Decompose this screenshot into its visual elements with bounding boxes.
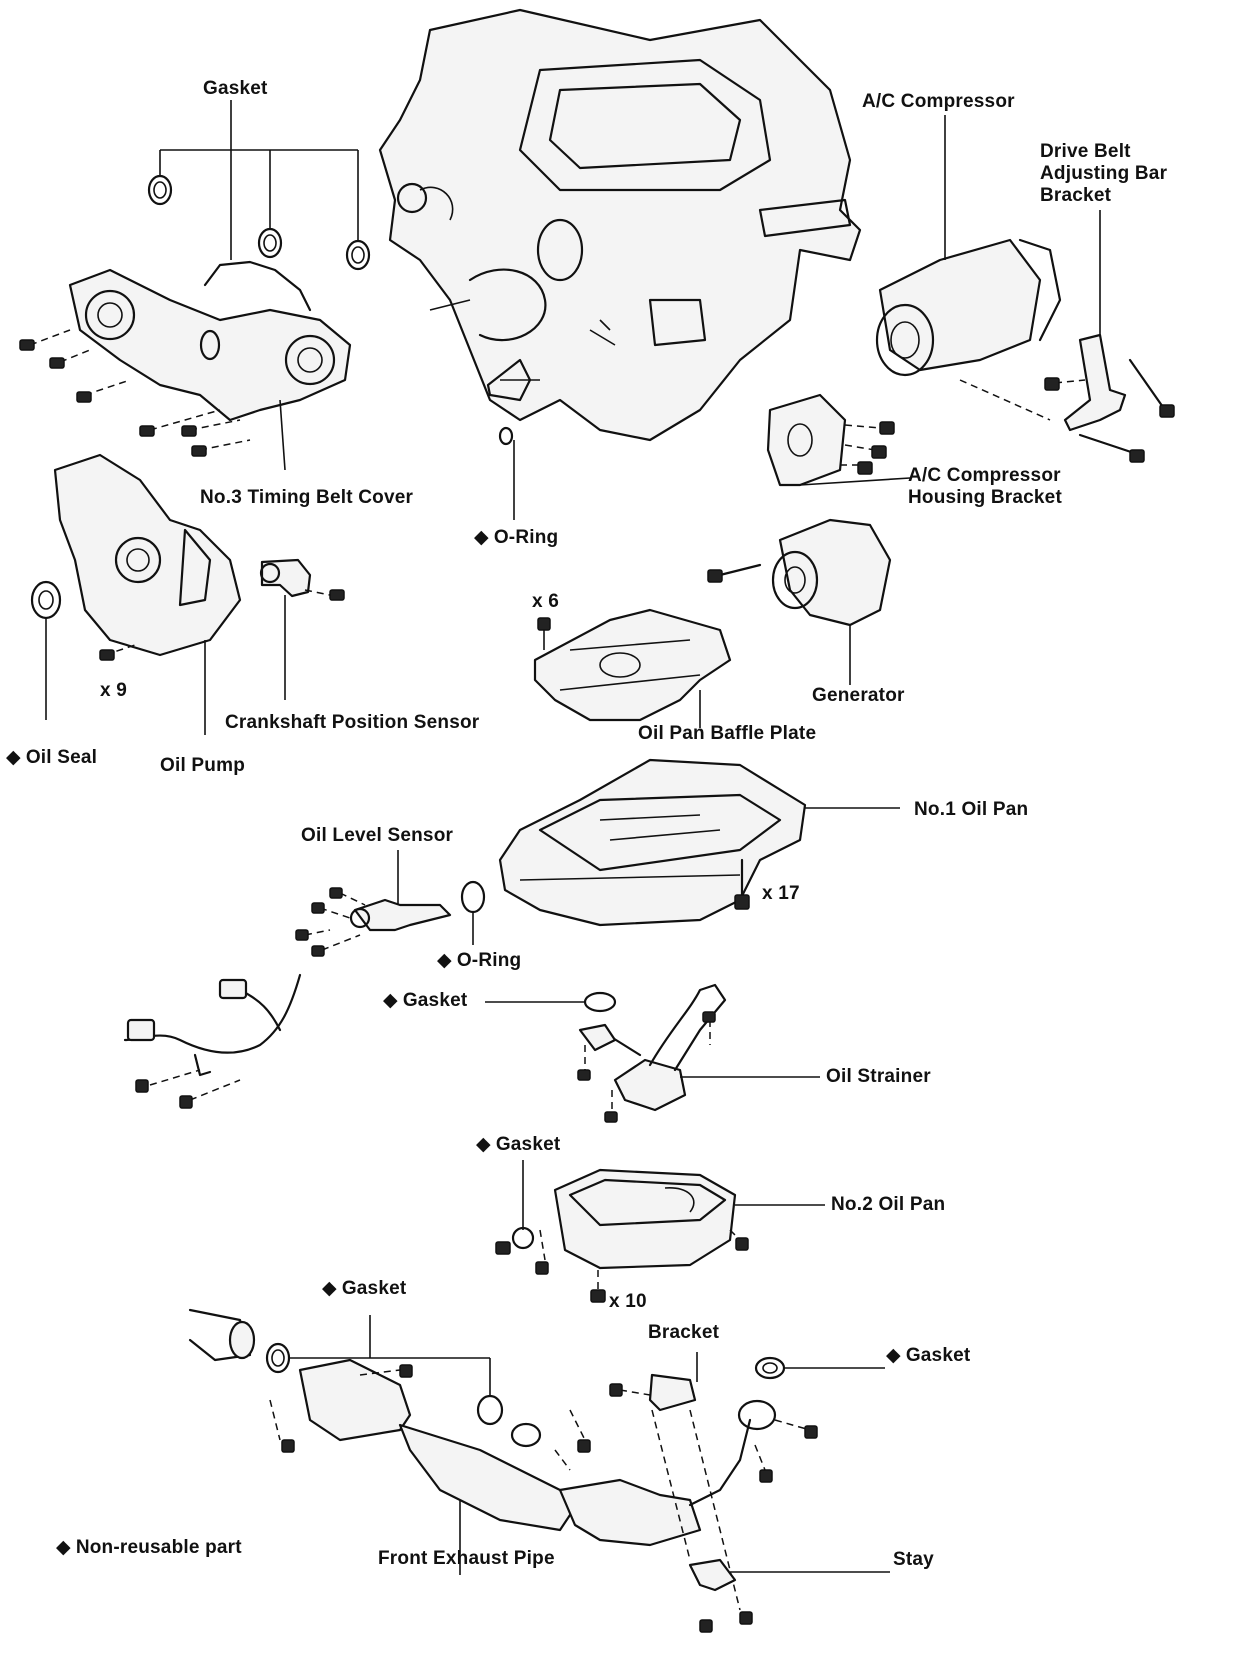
timing-belt-cover-drawing (19, 268, 352, 471)
oil-pan-baffle-plate-label: Oil Pan Baffle Plate (638, 723, 817, 744)
ac-compressor-drawing (875, 115, 1062, 421)
no3-timing-belt-cover-label: No.3 Timing Belt Cover (200, 487, 414, 508)
gasket-exhaust-left-label: ◆Gasket (322, 1278, 407, 1299)
top-gaskets-drawing (147, 100, 371, 312)
ac-compressor-label: A/C Compressor (862, 91, 1015, 112)
generator-drawing (707, 518, 892, 685)
no2-oil-pan-label: No.2 Oil Pan (831, 1194, 946, 1215)
oil-strainer-drawing (485, 983, 820, 1123)
gasket-exhaust-right-label: ◆Gasket (886, 1345, 971, 1366)
x17-label: x 17 (762, 883, 800, 904)
x9-label: x 9 (100, 680, 128, 701)
non-reusable-mark: ◆ (474, 527, 489, 548)
oil-pump-drawing (30, 453, 242, 735)
oil-level-sensor-drawing (123, 850, 452, 1109)
no2-oil-pan-drawing (495, 1160, 825, 1303)
ac-housing-bracket-label: A/C Compressor Housing Bracket (908, 465, 1062, 509)
o-ring-lower-drawing (460, 880, 486, 945)
gasket-strainer-label: ◆Gasket (383, 990, 468, 1011)
baffle-plate-drawing (533, 608, 732, 728)
ac-housing-bracket-line-2: Housing Bracket (908, 487, 1062, 508)
x6-label: x 6 (532, 591, 560, 612)
legend-non-reusable: ◆Non-reusable part (56, 1537, 242, 1558)
exhaust-drawing (188, 1308, 890, 1633)
ac-housing-bracket-line-1: A/C Compressor (908, 465, 1061, 486)
gasket-label-top: Gasket (203, 78, 268, 99)
crank-sensor-drawing (259, 558, 345, 700)
non-reusable-mark: ◆ (322, 1278, 337, 1299)
x10-label: x 10 (609, 1291, 647, 1312)
non-reusable-mark: ◆ (476, 1134, 491, 1155)
non-reusable-mark: ◆ (437, 950, 452, 971)
bracket-label: Bracket (648, 1322, 720, 1343)
non-reusable-mark: ◆ (886, 1345, 901, 1366)
o-ring-upper-drawing (498, 426, 515, 520)
no1-oil-pan-drawing (498, 758, 900, 927)
generator-label: Generator (812, 685, 905, 706)
drive-belt-bracket-label: Drive Belt Adjusting Bar Bracket (1040, 141, 1167, 207)
o-ring-lower-label: ◆O-Ring (437, 950, 522, 971)
oil-seal-label: ◆Oil Seal (6, 747, 98, 768)
drive-belt-bracket-line-3: Bracket (1040, 185, 1112, 206)
crankshaft-position-sensor-label: Crankshaft Position Sensor (225, 712, 480, 733)
non-reusable-mark: ◆ (6, 747, 21, 768)
non-reusable-mark: ◆ (383, 990, 398, 1011)
front-exhaust-pipe-label: Front Exhaust Pipe (378, 1548, 555, 1569)
oil-strainer-label: Oil Strainer (826, 1066, 931, 1087)
drive-belt-bracket-line-1: Drive Belt (1040, 141, 1131, 162)
o-ring-upper-label: ◆O-Ring (474, 527, 559, 548)
drive-belt-bracket-line-2: Adjusting Bar (1040, 163, 1168, 184)
oil-level-sensor-label: Oil Level Sensor (301, 825, 454, 846)
oil-pump-label: Oil Pump (160, 755, 245, 776)
gasket-no2-pan-label: ◆Gasket (476, 1134, 561, 1155)
non-reusable-mark: ◆ (56, 1537, 71, 1558)
stay-label: Stay (893, 1549, 934, 1570)
ac-housing-bracket-drawing (766, 393, 911, 487)
no1-oil-pan-label: No.1 Oil Pan (914, 799, 1029, 820)
drive-belt-bracket-drawing (1044, 210, 1175, 463)
engine-block-drawing (378, 8, 862, 442)
